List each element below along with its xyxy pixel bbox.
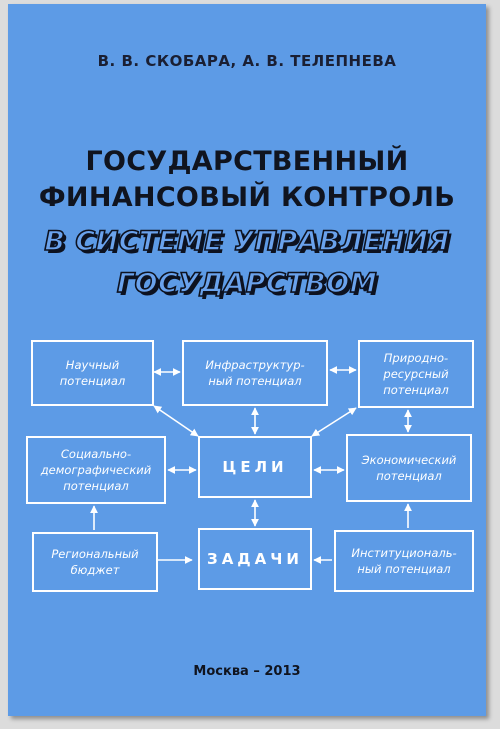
title-line-2: ФИНАНСОВЫЙ КОНТРОЛЬ	[38, 182, 456, 213]
box-institutional-label: Институциональ- ный потенциал	[351, 546, 457, 576]
box-social-label: Социально- демографический потенциал	[40, 447, 152, 493]
subtitle-line-1: В СИСТЕМЕ УПРАВЛЕНИЯ	[44, 225, 450, 258]
box-tasks: ЗАДАЧИ	[198, 528, 312, 590]
box-institutional-potential: Институциональ- ный потенциал	[334, 530, 474, 592]
box-regional-budget: Региональный бюджет	[32, 532, 158, 592]
box-regional-label: Региональный бюджет	[51, 547, 139, 577]
box-social-potential: Социально- демографический потенциал	[26, 436, 166, 504]
box-natural-potential: Природно- ресурсный потенциал	[358, 340, 474, 408]
subtitle-line-2: ГОСУДАРСТВОМ	[116, 267, 378, 300]
box-economic-potential: Экономический потенциал	[346, 434, 472, 502]
diagram-arrows	[90, 366, 412, 564]
box-scientific-potential: Научный потенциал	[31, 340, 154, 406]
box-infrastructure-potential: Инфраструктур- ный потенциал	[182, 340, 328, 406]
box-tasks-label: ЗАДАЧИ	[207, 550, 303, 568]
box-goals-label: ЦЕЛИ	[222, 458, 288, 476]
box-natural-label: Природно- ресурсный потенциал	[383, 351, 449, 397]
book-cover: В. В. СКОБАРА, А. В. ТЕЛЕПНЕВА ГОСУДАРСТ…	[8, 4, 486, 716]
box-economic-label: Экономический потенциал	[361, 453, 457, 483]
authors: В. В. СКОБАРА, А. В. ТЕЛЕПНЕВА	[97, 52, 397, 70]
arrow-natural-goals	[311, 407, 357, 437]
arrow-scientific-goals	[153, 405, 199, 437]
box-goals: ЦЕЛИ	[198, 436, 312, 498]
title-line-1: ГОСУДАРСТВЕННЫЙ	[85, 146, 409, 177]
imprint: Москва – 2013	[193, 664, 301, 679]
box-scientific-label: Научный потенциал	[59, 358, 126, 388]
box-infrastructure-label: Инфраструктур- ный потенциал	[205, 358, 305, 388]
